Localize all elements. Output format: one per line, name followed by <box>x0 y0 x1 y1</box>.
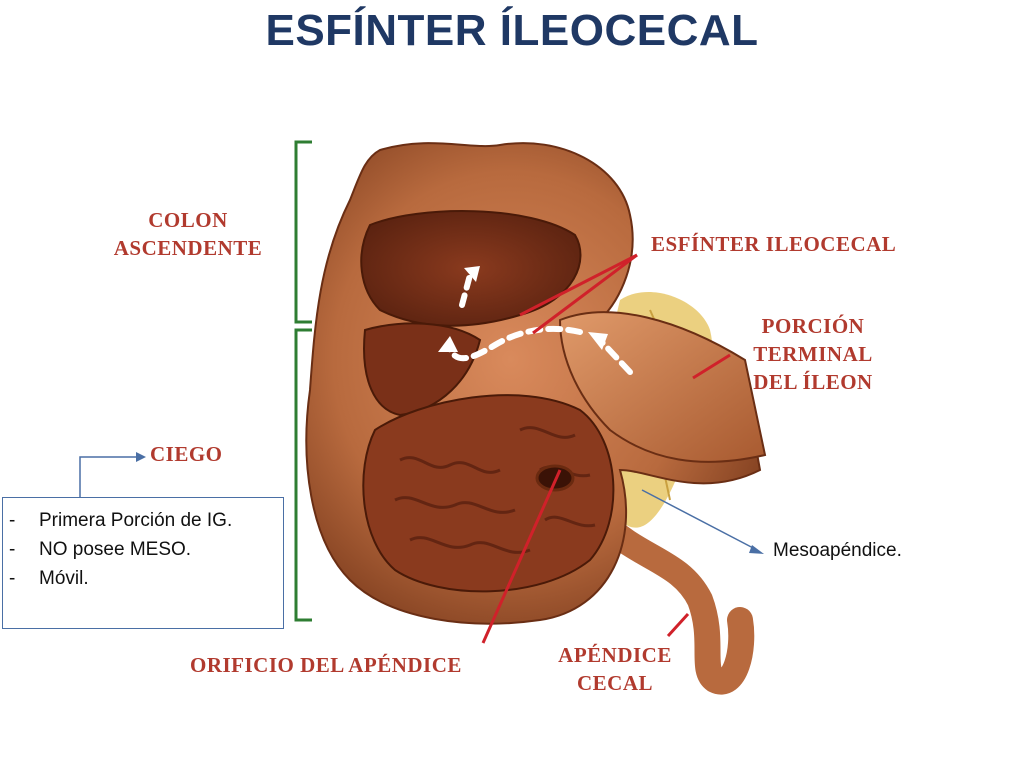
flow-arrows <box>445 272 633 375</box>
label-apendice-cecal: APÉNDICE CECAL <box>537 641 693 697</box>
label-colon-line2: ASCENDENTE <box>113 236 263 260</box>
connector-arrowheads <box>136 452 764 554</box>
info-bullet: - <box>9 510 16 531</box>
info-item: - Móvil. <box>9 564 277 593</box>
info-text: Primera Porción de IG. <box>39 510 233 531</box>
info-text: NO posee MESO. <box>39 539 192 560</box>
label-porcion-terminal: PORCIÓN TERMINAL DEL ÍLEON <box>740 312 886 396</box>
colon-bracket <box>294 140 312 324</box>
appendix-shape <box>587 507 755 695</box>
info-list: - Primera Porción de IG. - NO posee MESO… <box>9 506 277 593</box>
info-bullet: - <box>9 539 16 560</box>
info-text: Móvil. <box>39 568 89 589</box>
label-apendice-line1: APÉNDICE <box>558 643 672 667</box>
label-colon-line1: COLON <box>148 208 228 232</box>
label-orificio-apendice: ORIFICIO DEL APÉNDICE <box>190 653 462 677</box>
info-bullet: - <box>9 568 16 589</box>
label-apendice-line2: CECAL <box>576 671 653 695</box>
label-porcion-line1: PORCIÓN <box>761 314 865 338</box>
page-title: ESFÍNTER ÍLEOCECAL <box>265 6 759 55</box>
cecum-cavity <box>362 394 615 593</box>
connector-lines <box>79 456 758 551</box>
info-item: - Primera Porción de IG. <box>9 506 277 535</box>
pointer-lines <box>481 253 731 644</box>
label-porcion-line2: TERMINAL <box>753 342 873 366</box>
info-item: - NO posee MESO. <box>9 535 277 564</box>
label-colon-ascendente: COLON ASCENDENTE <box>100 206 276 262</box>
label-porcion-line3: DEL ÍLEON <box>753 370 873 394</box>
cecum-bracket <box>294 328 312 622</box>
arrow-heads <box>438 266 608 352</box>
label-ciego: CIEGO <box>150 442 223 466</box>
label-esfinter-ileocecal: ESFÍNTER ILEOCECAL <box>651 232 897 256</box>
ciego-info-box: - Primera Porción de IG. - NO posee MESO… <box>2 497 284 629</box>
label-mesoapendice: Mesoapéndice. <box>773 540 902 561</box>
